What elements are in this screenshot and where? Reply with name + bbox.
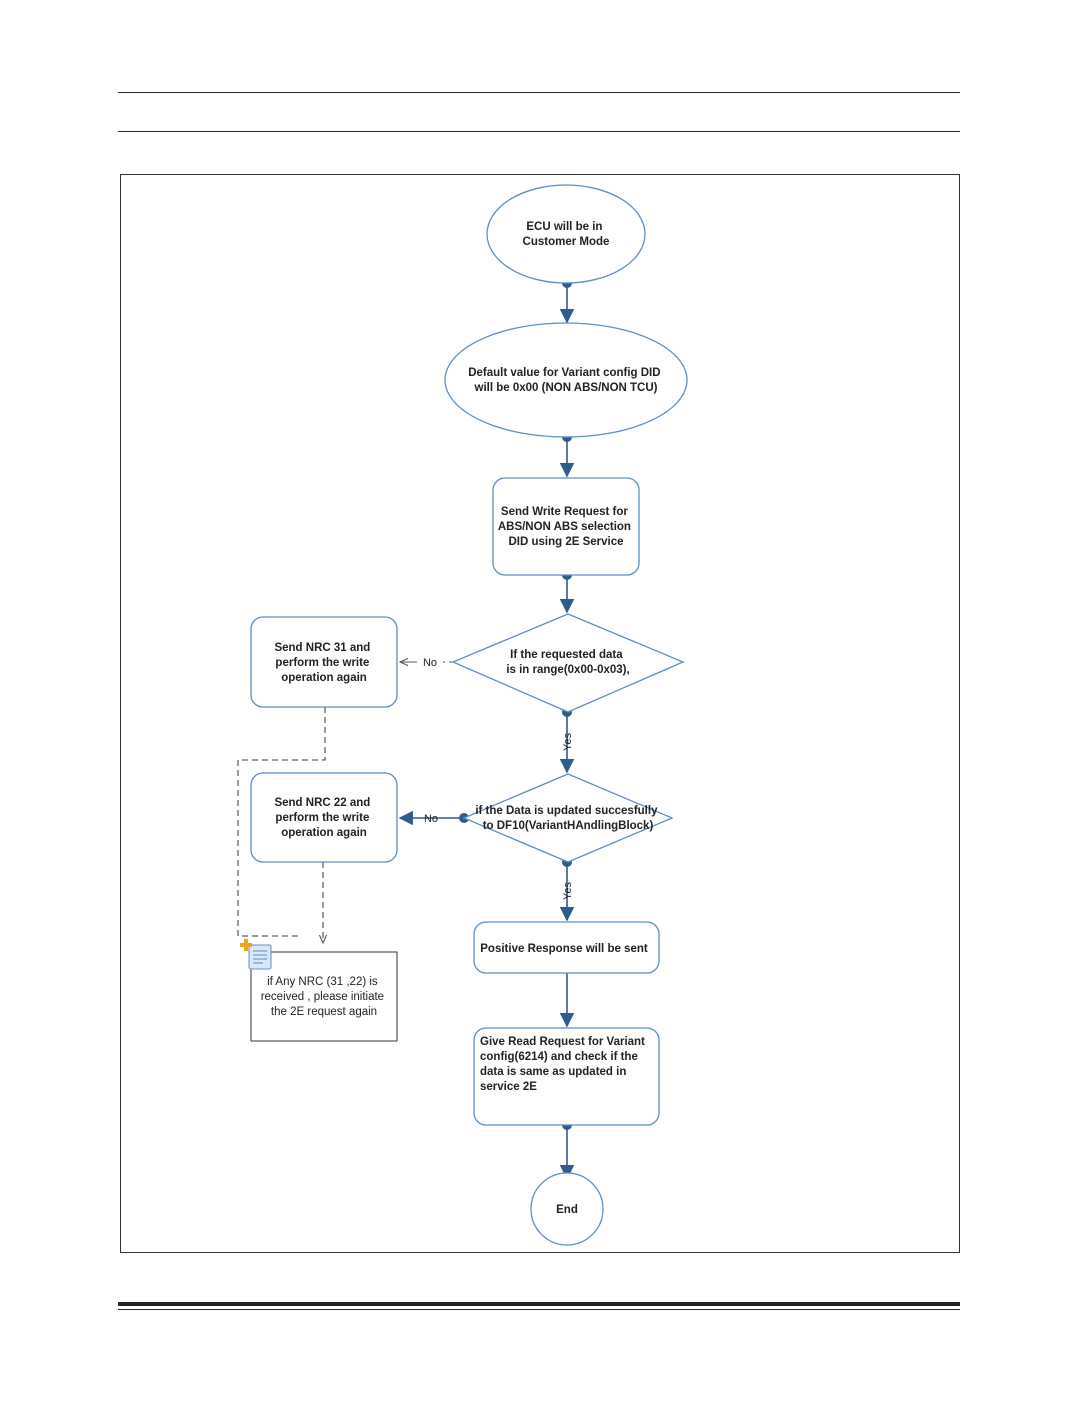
node-nrc22 <box>250 772 398 863</box>
header-rule-bottom <box>118 131 960 132</box>
edge-labels: No Yes No Yes <box>423 657 574 900</box>
note-box <box>250 951 398 1042</box>
footer-rule-thick <box>118 1302 960 1306</box>
node-updated <box>462 773 674 863</box>
label-nrc22: Send NRC 22 and perform the write operat… <box>274 797 373 839</box>
edge-label-yes-1: Yes <box>562 733 574 751</box>
label-note: if Any NRC (31 ,22) is received , please… <box>261 976 388 1018</box>
label-end: End <box>556 1204 578 1216</box>
label-write: Send Write Request for ABS/NON ABS selec… <box>498 506 634 548</box>
footer-rule-thin <box>118 1309 960 1310</box>
node-range <box>451 613 685 713</box>
label-default: Default value for Variant config DID wil… <box>468 367 664 394</box>
connectors <box>398 283 575 1180</box>
edge-label-no-2: No <box>424 813 438 825</box>
node-start <box>486 184 646 284</box>
node-read <box>473 1027 660 1126</box>
dashed-note-connectors <box>237 707 326 943</box>
node-nrc31 <box>250 616 398 708</box>
diagram-frame <box>120 174 960 1253</box>
label-read: Give Read Request for Variant config(621… <box>480 1036 648 1093</box>
label-range: If the requested data is in range(0x00-0… <box>506 649 629 676</box>
edge-nrc31-to-note <box>237 707 326 937</box>
header-rule-top <box>118 92 960 93</box>
label-updated: if the Data is updated succesfully to DF… <box>475 805 660 832</box>
node-default <box>444 322 688 438</box>
node-labels: ECU will be in Customer Mode Default val… <box>261 221 664 1216</box>
node-end <box>530 1172 604 1246</box>
node-write <box>492 477 640 576</box>
label-nrc31: Send NRC 31 and perform the write operat… <box>274 642 373 684</box>
label-positive: Positive Response will be sent <box>480 943 648 955</box>
edge-label-yes-2: Yes <box>562 882 574 900</box>
label-start: ECU will be in Customer Mode <box>523 221 610 248</box>
node-positive <box>473 921 660 974</box>
note-icon <box>240 939 272 970</box>
edge-label-no-1: No <box>423 657 437 669</box>
